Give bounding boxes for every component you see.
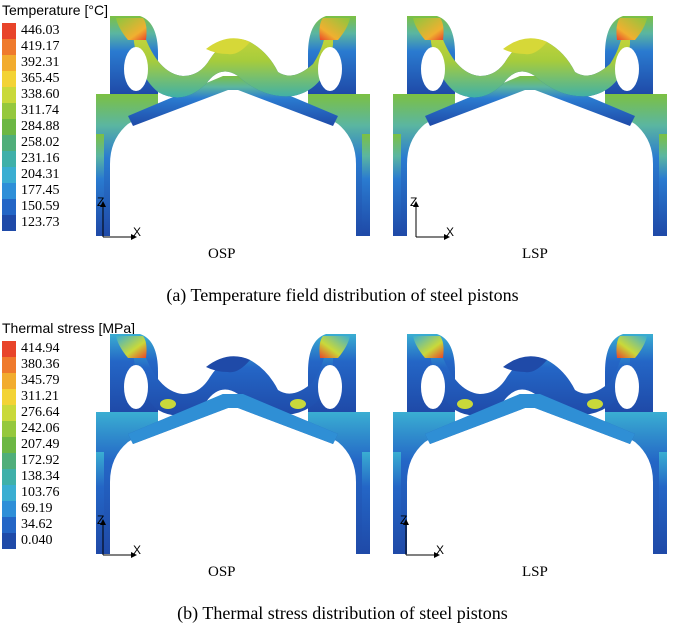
legend-swatch xyxy=(2,453,16,469)
legend-tick-label: 345.79 xyxy=(21,373,60,388)
legend-tick-label: 284.88 xyxy=(21,119,60,134)
axis-x-label: X xyxy=(133,543,142,557)
axis-triad-left: Z X xyxy=(97,513,147,563)
axis-z-label: Z xyxy=(410,195,418,209)
legend-swatch xyxy=(2,135,16,151)
legend-tick-label: 150.59 xyxy=(21,199,60,214)
legend-swatch xyxy=(2,357,16,373)
legend-swatch xyxy=(2,341,16,357)
legend-title: Temperature [°C] xyxy=(2,2,108,18)
legend-tick-label: 446.03 xyxy=(21,23,60,38)
axis-z-label: Z xyxy=(400,513,408,527)
legend-swatch xyxy=(2,151,16,167)
legend-title: Thermal stress [MPa] xyxy=(2,320,136,336)
legend-swatch xyxy=(2,421,16,437)
legend-swatch xyxy=(2,501,16,517)
case-label-osp: OSP xyxy=(208,564,236,580)
legend-swatch xyxy=(2,167,16,183)
legend-swatch xyxy=(2,39,16,55)
legend-tick-label: 69.19 xyxy=(21,501,53,516)
legend-tick-label: 311.74 xyxy=(21,103,59,118)
legend-swatch xyxy=(2,183,16,199)
legend-tick-label: 338.60 xyxy=(21,87,60,102)
legend-tick-label: 392.31 xyxy=(21,55,60,70)
case-label-osp: OSP xyxy=(208,246,236,262)
legend-swatch xyxy=(2,485,16,501)
figure-caption: (a) Temperature field distribution of st… xyxy=(166,285,519,305)
legend-swatch xyxy=(2,87,16,103)
piston-lsp-temperature xyxy=(385,14,675,244)
legend-tick-label: 123.73 xyxy=(21,215,60,230)
legend-swatch xyxy=(2,119,16,135)
legend-tick-label: 258.02 xyxy=(21,135,60,150)
legend-tick-label: 419.17 xyxy=(21,39,60,54)
legend-swatch xyxy=(2,469,16,485)
case-label-lsp: LSP xyxy=(522,564,548,580)
legend-swatch xyxy=(2,55,16,71)
legend-swatch xyxy=(2,23,16,39)
legend-tick-label: 204.31 xyxy=(21,167,60,182)
case-label-lsp: LSP xyxy=(522,246,548,262)
piston-lsp-stress xyxy=(385,332,675,562)
legend-tick-label: 231.16 xyxy=(21,151,60,166)
legend-tick-label: 365.45 xyxy=(21,71,60,86)
axis-triad-right: Z X xyxy=(410,195,460,245)
axis-x-label: X xyxy=(436,543,445,557)
legend-swatch xyxy=(2,405,16,421)
legend-tick-label: 138.34 xyxy=(21,469,60,484)
axis-z-label: Z xyxy=(97,195,105,209)
figure-caption: (b) Thermal stress distribution of steel… xyxy=(177,603,508,623)
legend-swatch xyxy=(2,71,16,87)
legend-tick-label: 276.64 xyxy=(21,405,60,420)
legend-tick-label: 311.21 xyxy=(21,389,59,404)
legend-swatch xyxy=(2,199,16,215)
axis-triad-right: Z X xyxy=(400,513,450,563)
legend-tick-label: 0.040 xyxy=(21,533,53,548)
axis-z-label: Z xyxy=(97,513,105,527)
legend-tick-label: 177.45 xyxy=(21,183,60,198)
legend-tick-label: 380.36 xyxy=(21,357,60,372)
legend-swatch xyxy=(2,389,16,405)
legend-swatch xyxy=(2,533,16,549)
axis-x-label: X xyxy=(446,225,455,239)
legend-tick-label: 103.76 xyxy=(21,485,60,500)
legend-swatch xyxy=(2,373,16,389)
legend-swatch xyxy=(2,103,16,119)
legend-tick-label: 172.92 xyxy=(21,453,60,468)
legend-swatch xyxy=(2,215,16,231)
axis-x-label: X xyxy=(133,225,142,239)
legend-swatch xyxy=(2,517,16,533)
legend-swatch xyxy=(2,437,16,453)
legend-tick-label: 242.06 xyxy=(21,421,60,436)
legend-tick-label: 414.94 xyxy=(21,341,60,356)
piston-osp-temperature xyxy=(88,14,378,244)
axis-triad-left: Z X xyxy=(97,195,147,245)
legend-tick-label: 34.62 xyxy=(21,517,53,532)
piston-osp-stress xyxy=(88,332,378,562)
legend-tick-label: 207.49 xyxy=(21,437,60,452)
